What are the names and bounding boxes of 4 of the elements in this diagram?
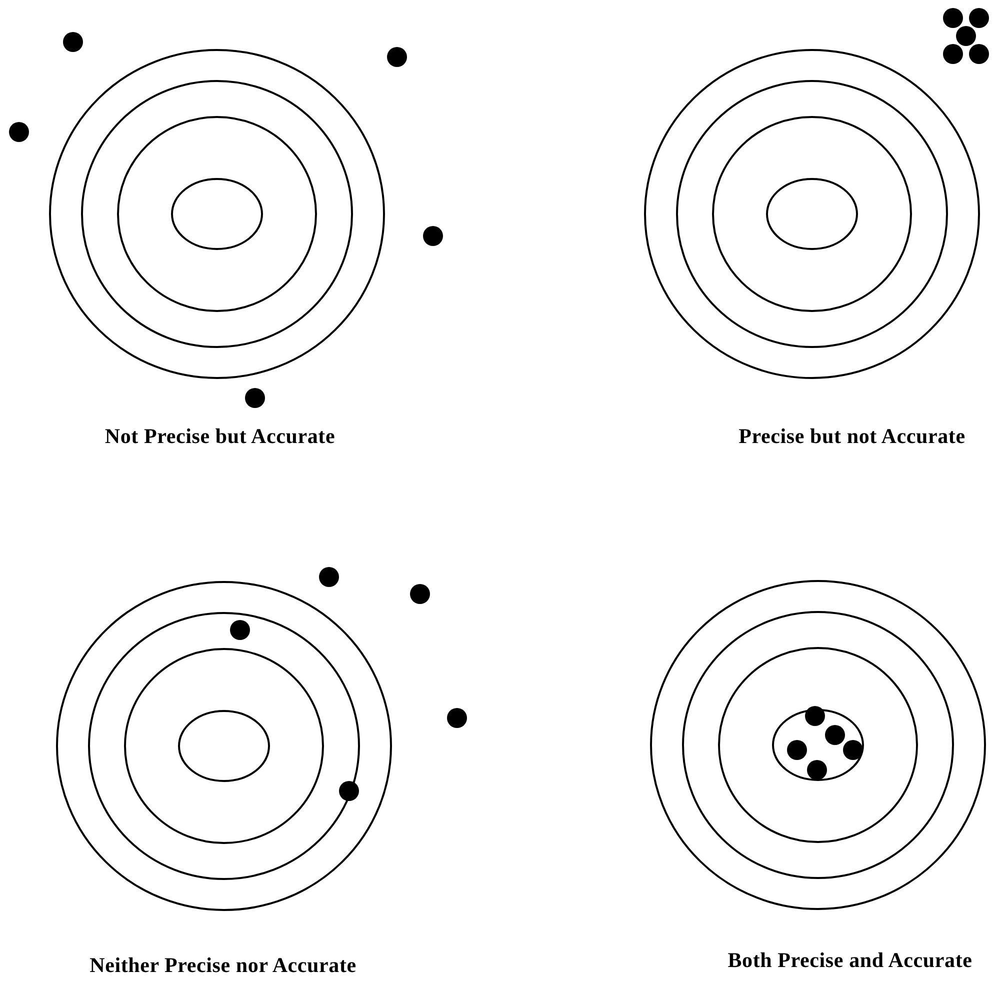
caption: Both Precise and Accurate [728,948,972,973]
caption: Neither Precise nor Accurate [90,953,356,978]
caption: Not Precise but Accurate [104,424,336,449]
caption: Precise but not Accurate [738,424,966,449]
